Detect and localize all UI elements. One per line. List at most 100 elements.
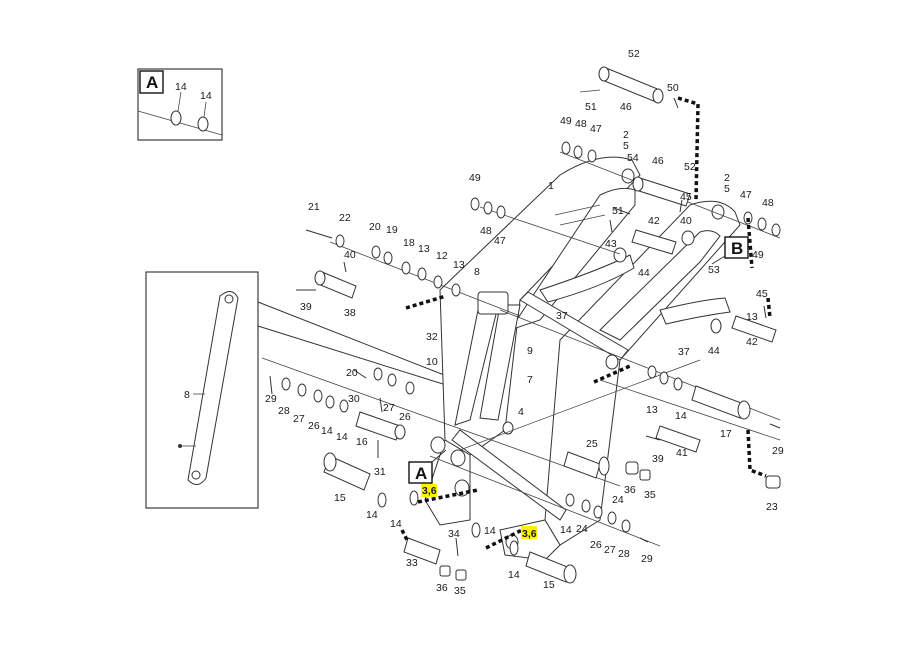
part-label: 14: [508, 569, 520, 581]
part-label: 45: [756, 288, 768, 300]
pin-part: [403, 537, 441, 565]
part-label: 10: [426, 356, 438, 368]
part-label: 29: [772, 445, 784, 457]
part-label: 32: [426, 331, 438, 343]
highlight-3-6-b: [521, 526, 537, 539]
part-label: 52: [628, 48, 640, 60]
part-label: 25: [586, 438, 598, 450]
part-label: 36: [624, 484, 636, 496]
part-label: 43: [605, 238, 617, 250]
part-label: 52: [684, 161, 696, 173]
part-label-highlighted: 3,6: [422, 485, 437, 497]
part-label: 33: [406, 557, 418, 569]
part-label: 27: [383, 402, 395, 414]
part-label: 9: [527, 345, 533, 357]
part-label: 17: [720, 428, 732, 440]
part-label: 42: [746, 336, 758, 348]
part-label: 14: [366, 509, 378, 521]
pin-part: [631, 229, 677, 255]
part-label: 14: [321, 425, 333, 437]
part-label: 29: [265, 393, 277, 405]
part-label: 39: [652, 453, 664, 465]
part-label: 13: [646, 404, 658, 416]
part-label: 26: [308, 420, 320, 432]
part-label: 46: [620, 101, 632, 113]
part-label: 18: [403, 237, 415, 249]
pin-part: [691, 385, 745, 419]
washer-icon: [170, 110, 182, 126]
part-label: 2: [623, 129, 629, 141]
part-label: 47: [740, 189, 752, 201]
pin-part: [563, 451, 601, 479]
part-label: 41: [676, 447, 688, 459]
part-label: 20: [369, 221, 381, 233]
part-label-highlighted: 3,6: [522, 528, 537, 540]
part-label: 5: [623, 140, 629, 152]
part-label: 24: [576, 523, 588, 535]
callout-a: A: [408, 449, 447, 484]
part-label: 2: [724, 172, 730, 184]
part-label: 26: [399, 411, 411, 423]
part-label: 14: [175, 81, 187, 93]
part-label: 27: [293, 413, 305, 425]
part-label: 14: [675, 410, 687, 422]
dashed-connectors: [400, 96, 772, 550]
pin-part: [355, 411, 401, 441]
part-label: 27: [604, 544, 616, 556]
detail-a-callout-box: [139, 70, 164, 94]
part-label: 39: [300, 301, 312, 313]
part-label: 14: [484, 525, 496, 537]
part-label: 42: [648, 215, 660, 227]
part-label: 47: [494, 235, 506, 247]
part-label: 48: [480, 225, 492, 237]
part-label: 21: [308, 201, 320, 213]
part-label: 49: [560, 115, 572, 127]
part-label: 13: [746, 311, 758, 323]
pin-part: [525, 551, 571, 583]
part-label: 24: [612, 494, 624, 506]
part-label: 51: [585, 101, 597, 113]
detail-a-box: A 14 14: [137, 68, 223, 141]
part-label: 28: [618, 548, 630, 560]
part-label: 1: [548, 180, 554, 192]
part-label: 38: [344, 307, 356, 319]
part-label: 4: [518, 406, 524, 418]
part-label: 34: [448, 528, 460, 540]
part-label: 14: [560, 524, 572, 536]
part-label: 28: [278, 405, 290, 417]
part-label: 49: [469, 172, 481, 184]
detail-a-letter: A: [146, 73, 158, 92]
part-label: 40: [680, 215, 692, 227]
callout-b-letter: B: [731, 239, 743, 258]
part-label: 46: [652, 155, 664, 167]
part-label: 50: [667, 82, 679, 94]
part-label: 35: [454, 585, 466, 597]
part-label: 54: [627, 152, 639, 164]
part-label: 26: [590, 539, 602, 551]
part-label: 13: [418, 243, 430, 255]
part-label: 53: [708, 264, 720, 276]
part-label: 7: [527, 374, 533, 386]
part-label: 47: [590, 123, 602, 135]
part-label: 13: [453, 259, 465, 271]
part-label: 30: [348, 393, 360, 405]
part-label: 12: [436, 250, 448, 262]
part-label: 14: [336, 431, 348, 443]
loader-arm-frame: [261, 151, 781, 561]
highlight-3-6-a: [421, 484, 437, 497]
pin-part: [731, 315, 777, 343]
washer-icon: [197, 116, 209, 132]
part-label: 29: [641, 553, 653, 565]
pin-part: [601, 67, 661, 103]
part-label: 35: [644, 489, 656, 501]
part-label: 22: [339, 212, 351, 224]
pin-part: [655, 425, 701, 453]
part-label: 14: [390, 518, 402, 530]
callout-a-letter: A: [415, 464, 427, 483]
parts-group: [269, 66, 781, 584]
part-labels: 52 50 51 46 49 48 47 2 5 54 46 52 2 5 47…: [265, 48, 784, 597]
part-label: 37: [556, 310, 568, 322]
link-bar-part: [187, 291, 239, 485]
part-label: 5: [724, 183, 730, 195]
